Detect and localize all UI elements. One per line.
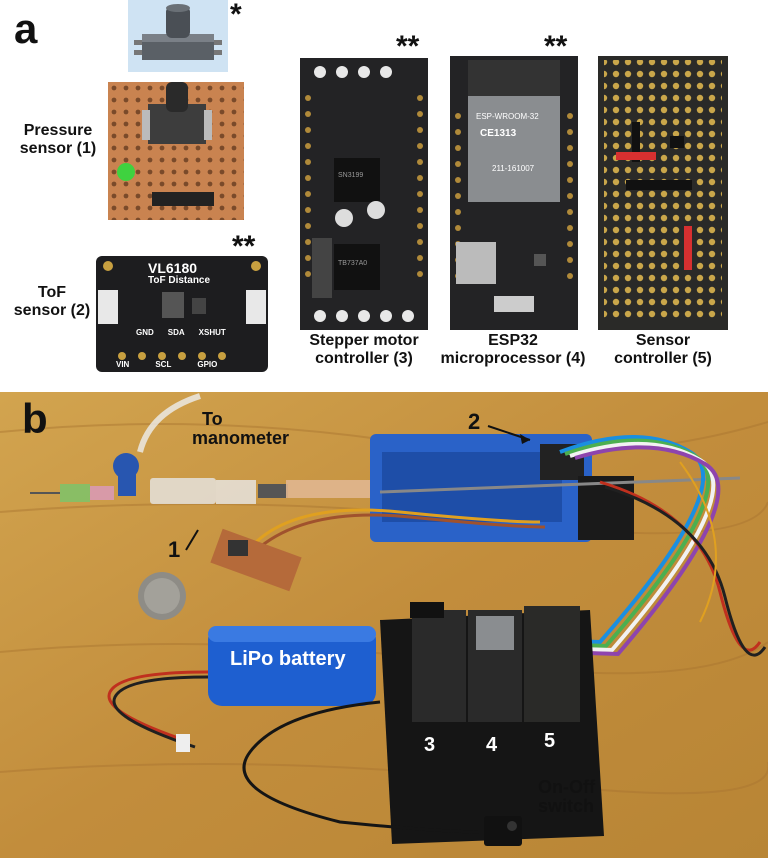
tof-board-title: VL6180: [148, 260, 198, 276]
to-manometer-line2: manometer: [192, 427, 290, 448]
tof-pin-label: VIN: [116, 360, 130, 369]
tof-pin-label: XSHUT: [198, 328, 226, 337]
tof-sensor-photo: VL6180 ToF Distance GND SDA XSHUT VIN SC…: [96, 256, 268, 372]
board-number-4: 4: [486, 734, 498, 756]
stepper-mark: **: [396, 30, 420, 63]
sensor-controller-photo: [598, 56, 728, 330]
tof-sensor-mark: **: [232, 230, 256, 263]
tof-pins-bottom: VIN SCL GPIO: [116, 360, 217, 369]
esp32-label-line2: microprocessor (4): [440, 350, 586, 368]
tof-pin-label: SCL: [155, 360, 172, 369]
to-manometer-label: To manometer: [192, 410, 289, 448]
stepper-chip2-text: TB737A0: [338, 260, 368, 267]
pressure-sensor-label: Pressure sensor (1): [10, 122, 106, 159]
esp32-module-text: ESP-WROOM-32: [476, 112, 539, 121]
sensor-controller-label: Sensor controller (5): [600, 332, 726, 369]
stepper-controller-photo: SN3199 TB737A0: [300, 58, 428, 330]
panel-b-letter: b: [22, 395, 48, 442]
esp32-label: ESP32 microprocessor (4): [424, 332, 602, 369]
esp32-fcc-text: 211-161007: [492, 164, 535, 173]
device-setup-photo: [0, 392, 768, 858]
stepper-label-line2: controller (3): [315, 350, 413, 368]
label-number-2: 2: [468, 409, 481, 434]
battery-label: LiPo battery: [230, 648, 346, 670]
stepper-chip1-text: SN3199: [338, 172, 364, 179]
esp32-photo: ESP-WROOM-32 CE1313 211-161007: [450, 56, 578, 330]
tof-sensor-label-line1: ToF: [37, 284, 67, 301]
panel-a-letter: a: [14, 5, 38, 52]
sensor-controller-label-line1: Sensor: [635, 332, 691, 349]
esp32-label-line1: ESP32: [488, 332, 538, 349]
stepper-label-line1: Stepper motor: [309, 332, 419, 349]
switch-label-line2: switch: [538, 795, 595, 816]
esp32-mark: **: [544, 30, 568, 63]
to-manometer-line1: To: [202, 409, 223, 429]
board-number-5: 5: [544, 730, 556, 752]
pressure-sensor-mark: *: [230, 0, 242, 31]
pressure-sensor-label-line2: sensor (1): [19, 140, 97, 158]
tof-pin-label: GPIO: [197, 360, 218, 369]
switch-label-line1: On-Off: [538, 777, 595, 797]
esp32-cert-text: CE1313: [480, 128, 517, 139]
stepper-label: Stepper motor controller (3): [292, 332, 436, 369]
pressure-sensor-model-image: [128, 0, 228, 72]
tof-pin-label: GND: [136, 328, 154, 337]
tof-pin-label: SDA: [167, 328, 185, 337]
tof-pins-top: GND SDA XSHUT: [136, 328, 226, 337]
board-number-3: 3: [424, 734, 436, 756]
label-number-1: 1: [168, 537, 181, 562]
pressure-sensor-photo: [108, 82, 244, 220]
tof-board-subtitle: ToF Distance: [148, 275, 211, 286]
pressure-sensor-label-line1: Pressure: [23, 122, 93, 139]
tof-sensor-label: ToF sensor (2): [6, 284, 98, 321]
sensor-controller-label-line2: controller (5): [614, 350, 712, 368]
tof-sensor-label-line2: sensor (2): [13, 302, 91, 320]
switch-label: On-Off switch: [538, 778, 595, 816]
